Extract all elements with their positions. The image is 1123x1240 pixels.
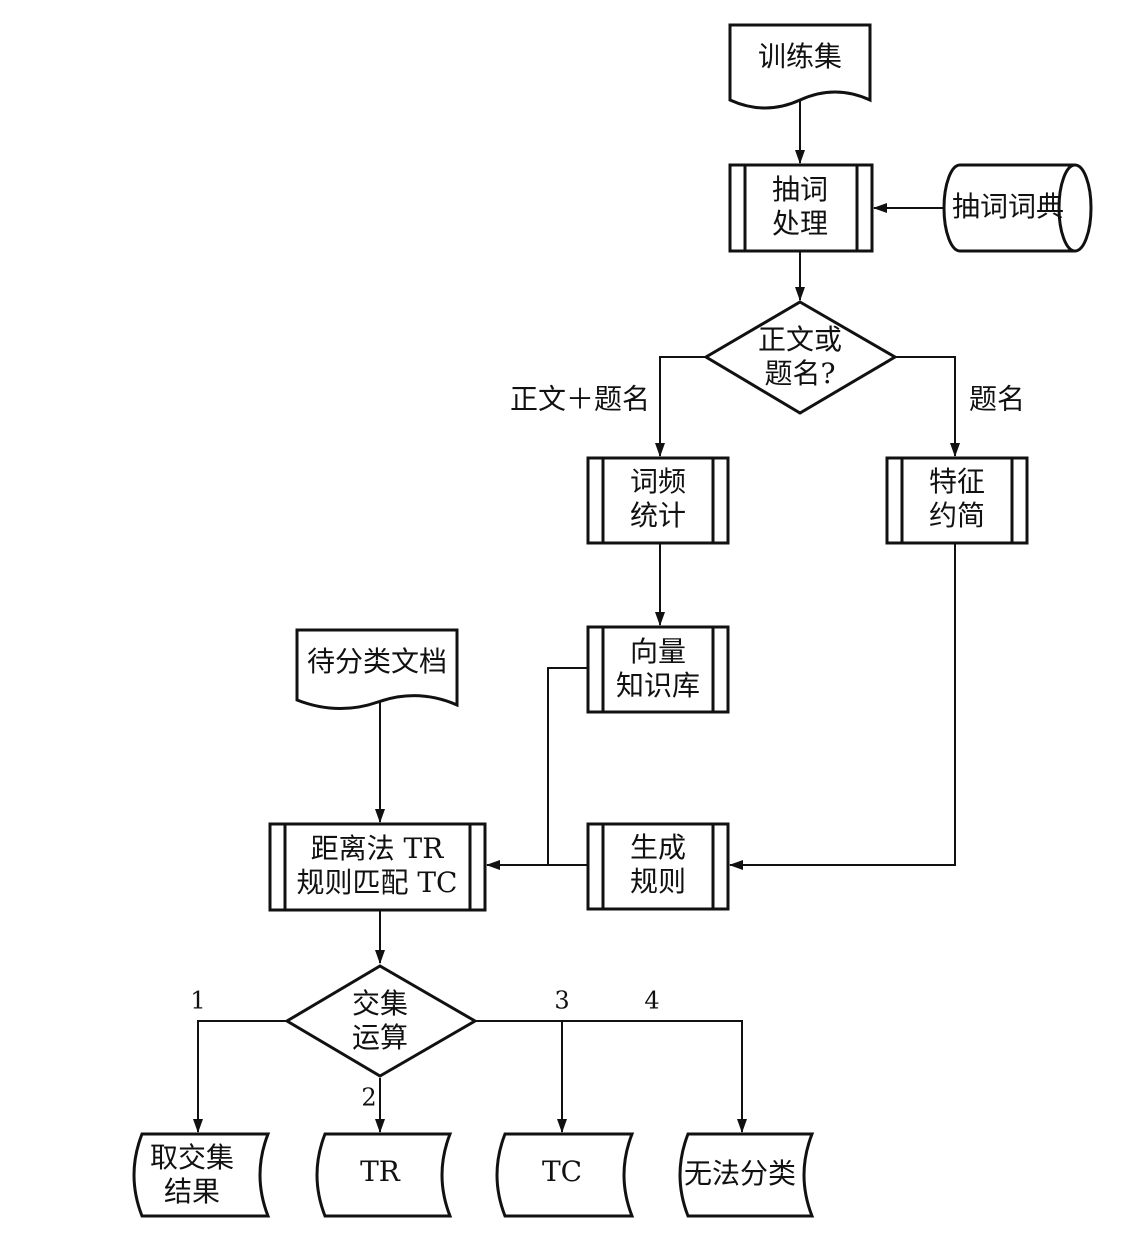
label-line: 正文或	[758, 323, 842, 356]
node-generate-rules-label: 生成规则	[630, 831, 686, 898]
edge-feature-reduction-to-generate-rules	[729, 543, 956, 870]
node-result-tr: TR	[315, 1132, 453, 1218]
label-line: 统计	[630, 499, 686, 532]
node-term-frequency: 词频统计	[586, 456, 730, 545]
label-line: 题名?	[764, 357, 835, 390]
node-result-intersection-label: 取交集结果	[150, 1141, 234, 1208]
node-pending-docs: 待分类文档	[295, 628, 459, 710]
label-line: 取交集	[150, 1141, 234, 1174]
node-pending-docs-label: 待分类文档	[307, 645, 447, 678]
label-line: 训练集	[758, 40, 842, 73]
label-line: 运算	[352, 1021, 408, 1054]
edge-decision-to-term-frequency	[655, 356, 706, 457]
node-result-tc-label: TC	[542, 1155, 582, 1188]
edge-label-title-only: 题名	[969, 383, 1025, 416]
node-word-extraction: 抽词处理	[728, 163, 874, 253]
edge-label-branch-3: 3	[554, 987, 569, 1015]
node-result-intersection: 取交集结果	[132, 1132, 271, 1218]
edges	[193, 100, 960, 1133]
node-intersection-op-label: 交集运算	[352, 987, 408, 1054]
edge-label-branch-4: 4	[644, 987, 659, 1015]
node-vector-kb: 向量知识库	[586, 625, 730, 714]
label-line: 抽词	[772, 173, 828, 206]
label-line: 特征	[929, 465, 985, 498]
node-feature-reduction-label: 特征约简	[929, 465, 985, 532]
label-line: 无法分类	[684, 1157, 796, 1190]
node-vector-kb-label: 向量知识库	[616, 635, 700, 702]
label-line: 知识库	[616, 669, 700, 702]
node-training-set-label: 训练集	[758, 40, 842, 73]
node-word-dictionary: 抽词词典	[942, 163, 1093, 253]
node-result-unclassifiable: 无法分类	[678, 1132, 815, 1218]
edge-decision-to-feature-reduction	[895, 356, 960, 457]
edge-intersection-to-result-3	[475, 1020, 567, 1133]
node-result-tr-label: TR	[360, 1155, 401, 1188]
label-line: 结果	[164, 1175, 220, 1208]
node-training-set: 训练集	[728, 23, 872, 110]
node-word-extraction-label: 抽词处理	[772, 173, 828, 240]
label-line: 待分类文档	[307, 645, 447, 678]
label-line: 距离法 TR	[311, 832, 445, 865]
label-line: 规则匹配 TC	[296, 866, 457, 899]
label-line: 词频	[630, 465, 686, 498]
label-line: TC	[542, 1155, 582, 1188]
edge-label-branch-1: 1	[190, 987, 205, 1015]
node-term-frequency-label: 词频统计	[630, 465, 686, 532]
node-intersection-op: 交集运算	[284, 964, 478, 1078]
edge-label-branch-2: 2	[361, 1084, 376, 1112]
edge-label-body-plus-title: 正文＋题名	[510, 383, 650, 416]
edge-vector-kb-to-matching	[547, 667, 588, 865]
label-line: 规则	[630, 865, 686, 898]
label-line: 生成	[630, 831, 686, 864]
node-generate-rules: 生成规则	[586, 822, 730, 911]
node-result-unclassifiable-label: 无法分类	[684, 1157, 796, 1190]
label-line: 处理	[772, 207, 828, 240]
node-word-dictionary-label: 抽词词典	[952, 190, 1064, 223]
label-line: 抽词词典	[952, 190, 1064, 223]
node-feature-reduction: 特征约简	[885, 456, 1029, 545]
label-line: 约简	[929, 499, 985, 532]
node-result-tc: TC	[495, 1132, 635, 1218]
label-line: 交集	[352, 987, 408, 1020]
node-body-or-title-label: 正文或题名?	[758, 323, 842, 390]
label-line: 向量	[630, 635, 686, 668]
edge-intersection-to-result-1	[193, 1020, 287, 1133]
edge-intersection-to-result-4	[562, 1020, 747, 1133]
label-line: TR	[360, 1155, 401, 1188]
node-body-or-title: 正文或题名?	[703, 300, 898, 415]
